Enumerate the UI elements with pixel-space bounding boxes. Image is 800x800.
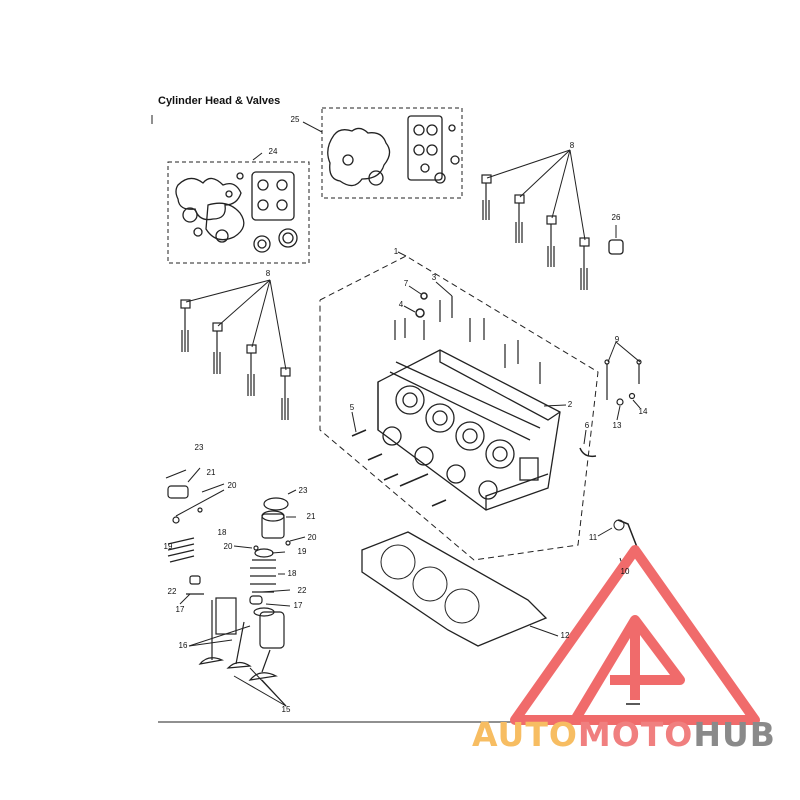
callout-16: 16	[178, 641, 188, 650]
callout-18-left: 18	[217, 528, 227, 537]
callout-1: 1	[393, 247, 399, 256]
callout-5: 5	[349, 403, 355, 412]
callout-25: 25	[290, 115, 300, 124]
callout-23-left: 23	[194, 443, 204, 452]
watermark-moto: MOTO	[577, 715, 694, 754]
callout-20-b: 20	[307, 533, 317, 542]
callout-22-right: 22	[297, 586, 307, 595]
callout-13: 13	[612, 421, 622, 430]
callout-17-left: 17	[175, 605, 185, 614]
callout-4: 4	[398, 300, 404, 309]
callout-12: 12	[560, 631, 570, 640]
callout-20-a: 20	[227, 481, 237, 490]
callout-21-left: 21	[206, 468, 216, 477]
callout-22-left: 22	[167, 587, 177, 596]
diagram-title: Cylinder Head & Valves	[158, 95, 281, 107]
callout-14: 14	[638, 407, 648, 416]
callout-18-right: 18	[287, 569, 297, 578]
watermark-triangle-icon	[510, 545, 760, 725]
callout-2: 2	[567, 400, 573, 409]
watermark-logo-text: AUTOMOTOHUB	[472, 718, 776, 751]
callout-7: 7	[403, 279, 409, 288]
callout-3: 3	[431, 273, 437, 282]
callout-8-top: 8	[569, 141, 575, 150]
callout-21-right: 21	[306, 512, 316, 521]
watermark-hub: HUB	[693, 715, 776, 754]
callout-15: 15	[281, 705, 291, 714]
callout-9: 9	[614, 335, 620, 344]
callout-19-left: 19	[163, 542, 173, 551]
callout-6: 6	[584, 421, 590, 430]
callout-23-right: 23	[298, 486, 308, 495]
callout-17-right: 17	[293, 601, 303, 610]
callout-10: 10	[620, 567, 630, 576]
callout-24: 24	[268, 147, 278, 156]
watermark-auto: AUTO	[472, 715, 578, 754]
callout-19-right: 19	[297, 547, 307, 556]
callout-26: 26	[611, 213, 621, 222]
callout-8-left: 8	[265, 269, 271, 278]
callout-11: 11	[588, 533, 598, 542]
callout-20-c: 20	[223, 542, 233, 551]
